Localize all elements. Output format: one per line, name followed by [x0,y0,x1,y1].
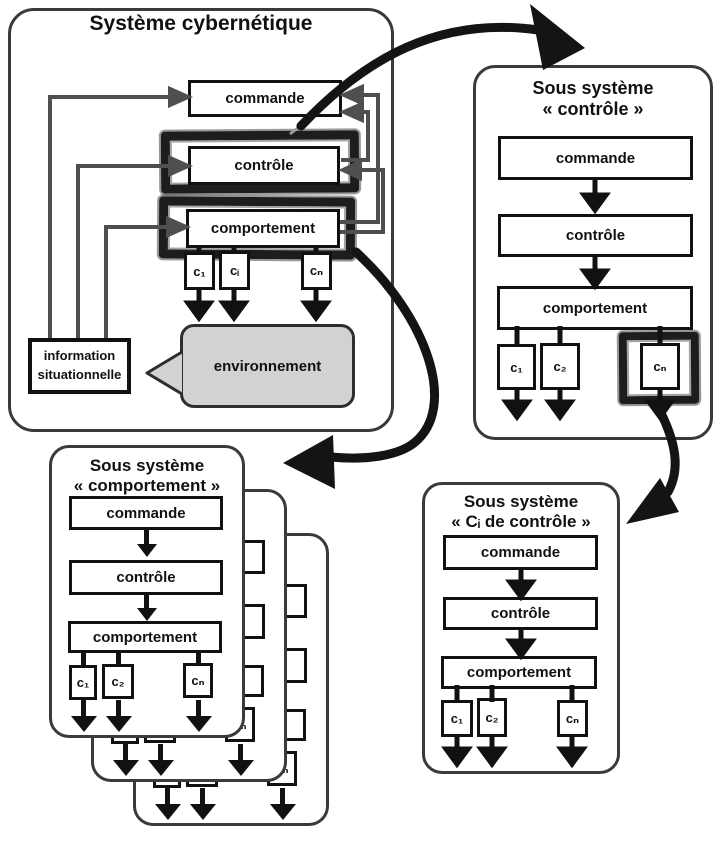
sub-ci-controle-title: Sous système « Cᵢ de contrôle » [422,492,620,531]
card-commande-box: commande [69,496,223,530]
connector-stub [116,651,121,665]
sub-ci-cn-box: cₙ [557,700,588,737]
sub-controle-title-line1: Sous système [532,78,654,98]
sub-comportement-title-line1: Sous système [89,456,205,475]
connector-stub [196,651,201,665]
sub-controle-comportement-box: comportement [497,286,693,330]
main-ci-box: cᵢ [219,251,250,290]
card-controle-box: contrôle [69,560,223,595]
connector-stub [81,651,86,665]
sub-controle-title-line2: « contrôle » [542,98,644,119]
sub-controle-c1-box: c₁ [497,344,536,390]
main-c1-box: c₁ [184,252,215,290]
main-cn-box: cₙ [301,252,332,290]
main-commande-box: commande [188,80,342,117]
output-arrow [70,700,97,732]
sub-ci-controle-title-line1: Sous système [463,492,579,511]
output-arrow [112,744,139,776]
situational-information-box: information situationnelle [28,338,131,394]
output-arrow [227,744,254,776]
arrowhead [626,478,679,524]
sub-controle-title: Sous système « contrôle » [473,78,713,119]
card-c1-box: c₁ [69,665,97,700]
sub-ci-controle-box: contrôle [443,597,598,630]
sub-controle-controle-box: contrôle [498,214,693,257]
output-arrow [154,788,181,820]
down-arrow [136,595,157,621]
sub-comportement-card-front: Sous système « comportement » commande c… [49,445,245,738]
sub-ci-comportement-box: comportement [441,656,597,689]
card-comportement-box: comportement [68,621,222,653]
sub-controle-cn-box: cₙ [640,343,680,390]
main-system-title: Système cybernétique [89,12,313,35]
information-line1: information [43,348,116,364]
sub-ci-c2-box: c₂ [477,698,507,737]
card-c2-box: c₂ [102,664,134,699]
output-arrow [147,744,174,776]
sub-comportement-title-line2: « comportement » [73,475,221,495]
card-cn-box: cₙ [183,663,213,698]
arrowhead [530,4,585,70]
output-arrow [189,788,216,820]
information-line2: situationnelle [37,367,122,382]
arrowhead [283,435,335,489]
sub-ci-controle-title-line2: « Cᵢ de contrôle » [451,511,591,531]
output-arrow [105,700,132,732]
down-arrow [136,530,157,557]
environment-bubble: environnement [180,324,355,408]
sub-ci-commande-box: commande [443,535,598,570]
output-arrow [185,700,212,732]
output-arrow [269,788,296,820]
sub-ci-c1-box: c₁ [441,700,473,737]
main-controle-box: contrôle [188,146,340,185]
sub-controle-commande-box: commande [498,136,693,180]
sub-controle-c2-box: c₂ [540,343,580,390]
main-comportement-box: comportement [186,209,340,248]
